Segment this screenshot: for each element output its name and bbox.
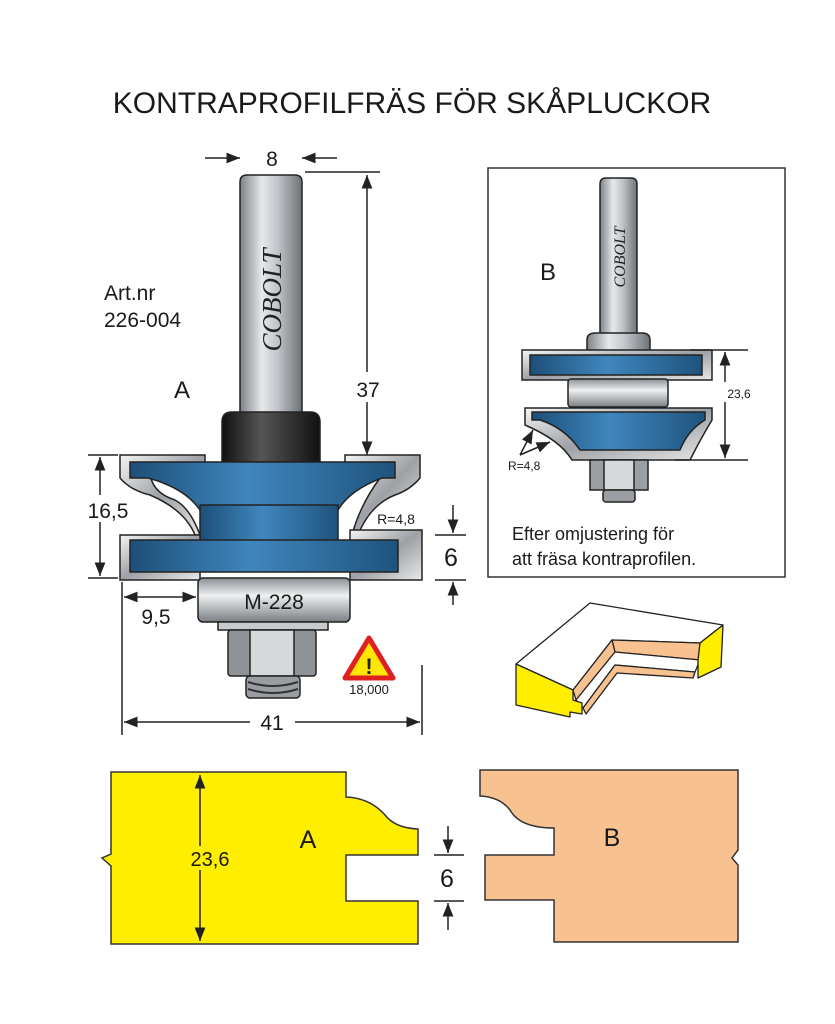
bit-a-dimensions: 8 37 16,5 9,5 41 R=4,8 6 — [88, 148, 466, 735]
dim-diameter: 41 — [260, 712, 283, 735]
dim-groove: 6 — [440, 865, 454, 893]
article-label: Art.nr — [104, 282, 155, 305]
panel-joint-illustration — [515, 602, 724, 718]
dim-height: 37 — [356, 379, 379, 402]
page-title: KONTRAPROFILFRÄS FÖR SKÅPLUCKOR — [113, 87, 711, 120]
thread — [602, 489, 636, 503]
svg-text:!: ! — [365, 654, 372, 679]
bit-a-label: A — [174, 377, 190, 404]
profile-groove-dimension: 6 — [434, 826, 464, 930]
cutter-hub — [199, 504, 339, 546]
shank — [599, 177, 638, 336]
dim-reach: 9,5 — [141, 606, 170, 629]
profile-a-label: A — [300, 826, 317, 854]
bearing-label: M-228 — [244, 591, 304, 614]
profile-a: 23,6 A — [100, 771, 419, 945]
article-number: 226-004 — [104, 309, 181, 332]
lower-cutter — [531, 411, 706, 451]
carbide-tip — [344, 454, 421, 536]
max-speed-warning: ! 18,000 — [342, 635, 396, 697]
shank — [239, 174, 303, 416]
dim-height: 23,6 — [727, 387, 751, 401]
bearing — [567, 378, 669, 408]
washer — [217, 621, 329, 631]
warning-icon — [342, 635, 396, 681]
profile-b-label: B — [604, 824, 621, 852]
caption-line-2: att fräsa kontraprofilen. — [512, 549, 696, 569]
collar — [221, 411, 321, 463]
profile-b: B — [479, 769, 739, 943]
bit-b-label: B — [540, 259, 556, 286]
dim-radius: R=4,8 — [508, 459, 541, 473]
nut-face — [249, 629, 295, 677]
dim-thickness: 23,6 — [191, 849, 230, 871]
router-bit-a: COBOLT M-228 — [119, 174, 423, 699]
dim-shank: 8 — [266, 148, 278, 171]
upper-cutter — [529, 354, 703, 376]
dim-cut-height: 16,5 — [88, 500, 129, 523]
lower-cutter — [129, 539, 399, 573]
max-rpm: 18,000 — [349, 682, 389, 697]
dim-radius: R=4,8 — [377, 511, 415, 527]
caption-line-1: Efter omjustering för — [512, 524, 674, 544]
collar — [586, 332, 651, 353]
dim-groove: 6 — [444, 544, 458, 572]
bit-b-panel: B COBOLT 23,6 R=4,8 Efter omjustering fö… — [487, 167, 786, 578]
brand-logo: COBOLT — [257, 247, 287, 352]
brand-logo: COBOLT — [612, 225, 629, 287]
